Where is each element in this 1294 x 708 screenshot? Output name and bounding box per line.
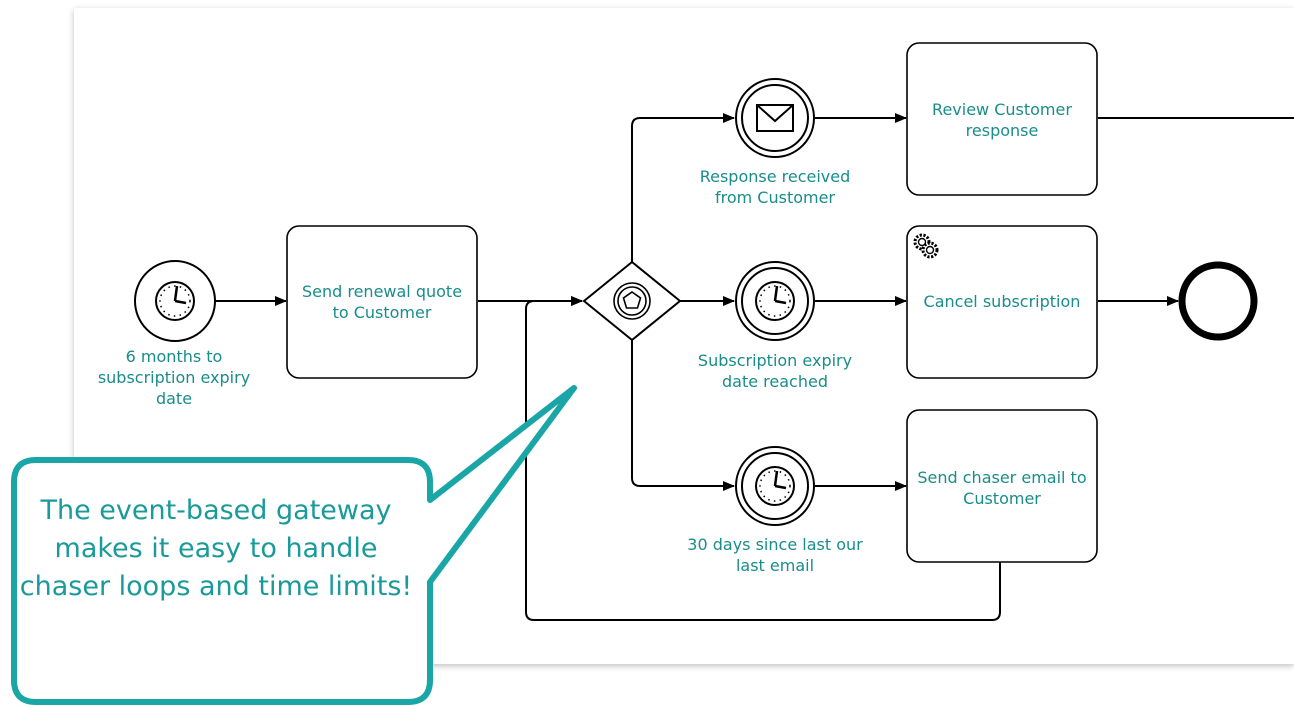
callout-text: The event-based gateway makes it easy to…	[19, 495, 413, 602]
task-send-renewal-quote	[286, 225, 478, 379]
chaser-timer-event	[735, 446, 815, 526]
task-review-customer-response	[906, 42, 1098, 196]
callout-bubble	[11, 385, 577, 705]
expiry-timer-event	[735, 261, 815, 341]
start-event-label: 6 months to subscription expiry date	[97, 347, 251, 408]
message-event-label: Response received from Customer	[699, 167, 851, 207]
expiry-event-label: Subscription expiry date reached	[697, 351, 853, 391]
task-send-renewal-quote-label: Send renewal quote to Customer	[301, 282, 463, 322]
gears-icon	[913, 233, 939, 259]
clock-icon	[155, 281, 195, 321]
task-send-chaser-email-label: Send chaser email to Customer	[917, 468, 1087, 508]
task-cancel-subscription	[906, 225, 1098, 379]
flow-gateway-to-message	[631, 113, 735, 262]
end-event	[1178, 261, 1258, 341]
flow-chaser-loop-back	[525, 296, 1001, 621]
chaser-event-label: 30 days since last our last email	[687, 535, 863, 575]
flow-gateway-to-chaser-timer	[631, 340, 735, 491]
event-based-gateway	[582, 260, 682, 342]
envelope-icon	[756, 104, 794, 132]
pentagon-icon	[622, 291, 642, 309]
clock-icon	[755, 466, 795, 506]
start-timer-event	[134, 260, 216, 342]
sequence-flows	[214, 113, 1294, 621]
task-send-chaser-email	[906, 409, 1098, 563]
task-review-customer-response-label: Review Customer response	[932, 100, 1072, 140]
message-catch-event	[735, 78, 815, 158]
clock-icon	[755, 281, 795, 321]
task-cancel-subscription-label: Cancel subscription	[923, 291, 1081, 311]
